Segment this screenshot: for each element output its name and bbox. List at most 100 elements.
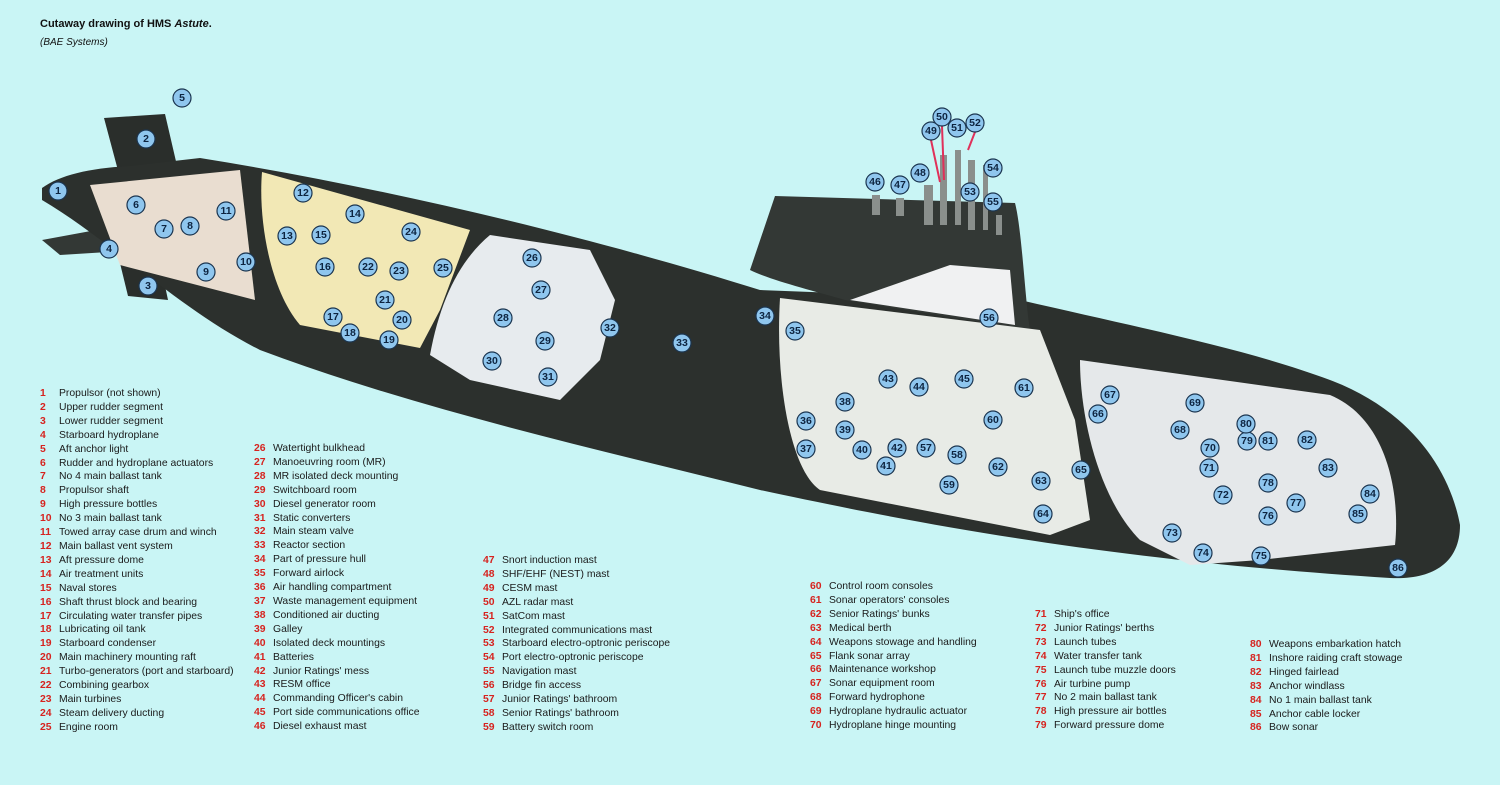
ship-name: Astute xyxy=(174,18,209,30)
callout-circle xyxy=(947,445,967,465)
callout-marker: 38 xyxy=(835,392,855,412)
legend-number: 67 xyxy=(810,678,822,690)
callout-number: 1 xyxy=(55,185,61,197)
legend-number: 85 xyxy=(1250,708,1262,720)
callout-marker: 49 xyxy=(921,121,941,141)
legend-label: No 3 main ballast tank xyxy=(59,513,162,525)
callout-marker: 17 xyxy=(323,307,343,327)
callout-circle xyxy=(389,261,409,281)
callout-circle xyxy=(216,201,236,221)
legend-label: SHF/EHF (NEST) mast xyxy=(502,568,610,580)
legend-number: 5 xyxy=(40,443,46,455)
legend-number: 36 xyxy=(254,582,266,594)
callout-circle xyxy=(1236,414,1256,434)
callout-number: 71 xyxy=(1203,462,1215,474)
callout-circle xyxy=(1286,493,1306,513)
legend-number: 38 xyxy=(254,609,266,621)
legend-label: Aft pressure dome xyxy=(59,554,144,566)
legend-label: Main turbines xyxy=(59,693,122,705)
legend-number: 81 xyxy=(1250,652,1262,664)
legend-label: Hinged fairlead xyxy=(1269,666,1339,678)
legend-label: Inshore raiding craft stowage xyxy=(1269,652,1403,664)
legend-label: MR isolated deck mounting xyxy=(273,470,399,482)
callout-marker: 70 xyxy=(1200,438,1220,458)
callout-circle xyxy=(1031,471,1051,491)
callout-circle xyxy=(180,216,200,236)
callout-circle xyxy=(954,369,974,389)
legend-number: 58 xyxy=(483,707,495,719)
legend-label: Battery switch room xyxy=(502,721,594,733)
legend-label: Main ballast vent system xyxy=(59,540,173,552)
legend-label: Integrated communications mast xyxy=(502,624,653,636)
callout-circle xyxy=(538,367,558,387)
legend-label: Air turbine pump xyxy=(1054,678,1131,690)
callout-number: 6 xyxy=(133,199,139,211)
callout-number: 64 xyxy=(1037,508,1049,520)
legend-number: 15 xyxy=(40,582,52,594)
legend-label: Senior Ratings' bathroom xyxy=(502,707,619,719)
callout-circle xyxy=(1360,484,1380,504)
legend-number: 77 xyxy=(1035,692,1047,704)
legend-label: Hydroplane hydraulic actuator xyxy=(829,706,968,718)
legend-number: 30 xyxy=(254,498,266,510)
legend-item: 58 Senior Ratings' bathroom xyxy=(483,707,670,721)
callout-number: 4 xyxy=(106,243,112,255)
legend-number: 65 xyxy=(810,650,822,662)
callout-circle xyxy=(983,158,1003,178)
legend-label: Air treatment units xyxy=(59,568,144,580)
callout-number: 68 xyxy=(1174,424,1186,436)
callout-circle xyxy=(433,258,453,278)
callout-number: 39 xyxy=(839,424,851,436)
callout-marker: 72 xyxy=(1213,485,1233,505)
legend-number: 64 xyxy=(810,636,822,648)
legend-label: AZL radar mast xyxy=(502,596,574,608)
legend-label: No 2 main ballast tank xyxy=(1054,692,1157,704)
callout-marker: 51 xyxy=(947,118,967,138)
legend-number: 35 xyxy=(254,568,266,580)
callout-number: 28 xyxy=(497,312,509,324)
legend-number: 70 xyxy=(810,720,822,732)
legend-number: 7 xyxy=(40,471,46,483)
legend-number: 24 xyxy=(40,707,52,719)
legend-number: 6 xyxy=(40,457,46,469)
callout-number: 25 xyxy=(437,262,449,274)
callout-circle xyxy=(375,290,395,310)
legend-number: 26 xyxy=(254,443,266,454)
callout-marker: 41 xyxy=(876,456,896,476)
callout-circle xyxy=(311,225,331,245)
legend-label: Forward pressure dome xyxy=(1054,720,1165,732)
callout-circle xyxy=(916,438,936,458)
legend-number: 20 xyxy=(40,652,52,664)
legend-label: Naval stores xyxy=(59,582,117,594)
title-text: Cutaway drawing of HMS xyxy=(40,18,175,30)
callout-circle xyxy=(835,392,855,412)
callout-marker: 5 xyxy=(172,88,192,108)
callout-marker: 1 xyxy=(48,181,68,201)
callout-circle xyxy=(196,262,216,282)
callout-marker: 31 xyxy=(538,367,558,387)
legend-label: Rudder and hydroplane actuators xyxy=(59,457,214,469)
callout-marker: 22 xyxy=(358,257,378,277)
legend-number: 31 xyxy=(254,512,266,524)
legend-number: 2 xyxy=(40,401,46,413)
